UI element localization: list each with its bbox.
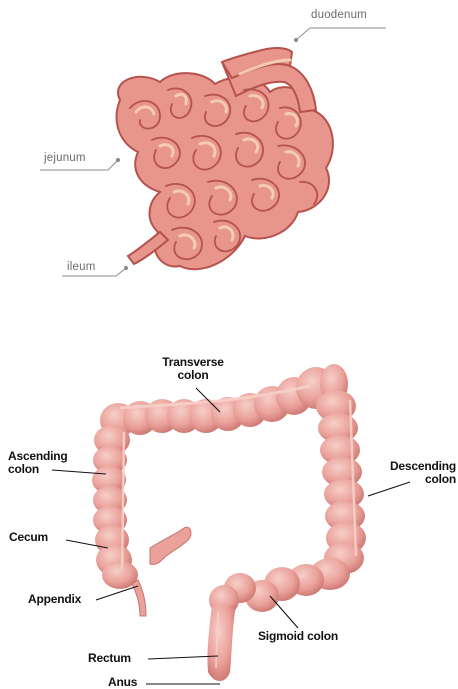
jejunum-label: jejunum [44,152,86,164]
appendix [132,580,146,616]
large-intestine-illustration [0,340,458,688]
rectum [207,604,236,681]
descending-colon [316,390,366,574]
ascending-line2: colon [8,463,68,476]
ascending-colon-label: Ascending colon [8,450,68,476]
descending-line2: colon [372,473,456,486]
ascending-colon [92,425,138,589]
descending-colon-label: Descending colon [372,460,456,486]
transverse-line2: colon [158,369,228,382]
duodenum-leader [296,28,386,40]
appendix-label: Appendix [28,593,81,606]
rectum-label: Rectum [88,652,131,665]
duodenum-label: duodenum [311,9,367,21]
anus-label: Anus [108,676,137,689]
sigmoid-colon-label: Sigmoid colon [258,630,338,643]
transverse-colon-label: Transverse colon [158,356,228,382]
cecum-label: Cecum [9,531,48,544]
ileum-label: ileum [67,261,95,273]
ileum-loop [150,527,191,564]
small-intestine-leaders [0,0,458,300]
